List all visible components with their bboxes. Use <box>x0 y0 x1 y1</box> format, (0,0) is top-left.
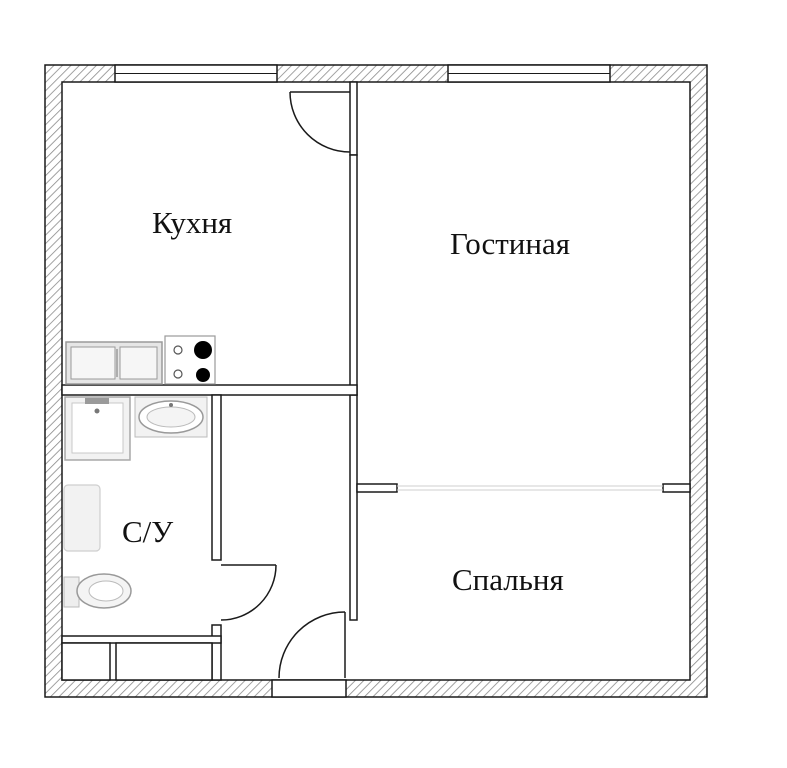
window <box>447 64 611 83</box>
room-label-bedroom: Спальня <box>452 562 564 597</box>
interior-walls <box>61 81 691 681</box>
kitchen-door <box>289 91 351 153</box>
bathroom-door <box>220 564 277 621</box>
hallway-door <box>278 611 346 679</box>
room-label-living: Гостиная <box>450 226 570 261</box>
room-label-bathroom: С/У <box>122 514 173 549</box>
washbasin-icon <box>134 396 208 438</box>
bathtub-icon <box>63 484 101 552</box>
room-label-kitchen: Кухня <box>152 205 232 240</box>
storage-niche <box>61 642 213 681</box>
window <box>114 64 278 83</box>
entrance-door <box>271 679 347 698</box>
sink-icon <box>65 341 163 385</box>
stove-icon <box>164 335 216 385</box>
shower-icon <box>64 396 131 461</box>
toilet-icon <box>63 573 132 609</box>
